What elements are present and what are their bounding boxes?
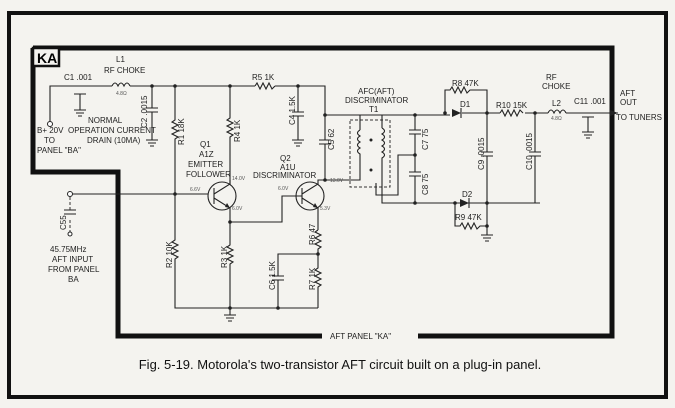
svg-text:C6 1.5K: C6 1.5K [268, 260, 277, 290]
panel-tag-box [31, 46, 61, 68]
svg-text:FOLLOWER: FOLLOWER [186, 170, 231, 179]
svg-text:CHOKE: CHOKE [542, 82, 570, 91]
svg-text:C10 .0015: C10 .0015 [525, 133, 534, 170]
c11-capacitor [582, 116, 594, 139]
svg-text:A1U: A1U [280, 163, 296, 172]
svg-text:R3 1K: R3 1K [220, 245, 229, 268]
svg-text:PANEL "BA": PANEL "BA" [37, 146, 81, 155]
svg-text:AFT: AFT [620, 89, 635, 98]
svg-text:D1: D1 [460, 100, 471, 109]
t1-transformer [349, 115, 540, 204]
svg-text:R4 1K: R4 1K [233, 119, 242, 142]
c9-capacitor [481, 113, 493, 242]
c2-capacitor [146, 86, 158, 147]
svg-text:NORMAL: NORMAL [88, 116, 123, 125]
svg-text:C8 75: C8 75 [421, 173, 430, 195]
svg-text:5.3V: 5.3V [320, 206, 331, 212]
output-rail [390, 112, 618, 116]
svg-text:A1Z: A1Z [199, 150, 214, 159]
svg-text:RF: RF [546, 73, 557, 82]
panel-tag: KA [37, 50, 57, 66]
r6-r7-resistors [313, 229, 323, 308]
r5-resistor [254, 81, 276, 91]
svg-text:DISCRIMINATOR: DISCRIMINATOR [345, 96, 408, 105]
d1-diode [452, 109, 461, 117]
svg-text:OPERATION CURRENT: OPERATION CURRENT [68, 126, 156, 135]
c5-capacitor [319, 115, 331, 180]
r8-resistor [444, 85, 488, 113]
svg-text:13.0V: 13.0V [330, 178, 344, 184]
c10-capacitor [529, 113, 541, 203]
svg-text:BA: BA [68, 275, 79, 284]
panel-label: AFT PANEL "KA" [330, 332, 391, 341]
svg-text:Q2: Q2 [280, 154, 291, 163]
l1-choke [111, 82, 131, 88]
svg-text:45.75MHz: 45.75MHz [50, 245, 86, 254]
svg-text:TO: TO [44, 136, 55, 145]
svg-text:R1 18K: R1 18K [177, 118, 186, 145]
svg-text:AFC(AFT): AFC(AFT) [358, 87, 395, 96]
svg-text:6.0V: 6.0V [278, 186, 289, 192]
c55-capacitor [64, 209, 76, 215]
output-arrow-icon [610, 110, 618, 116]
svg-text:B+ 20V: B+ 20V [37, 126, 64, 135]
component-labels: C1 .001 L1 RF CHOKE 4.8Ω C2 .0015 NORMAL… [37, 55, 662, 290]
svg-text:R7 1K: R7 1K [308, 267, 317, 290]
top-rail [47, 81, 415, 147]
svg-text:T1: T1 [369, 105, 379, 114]
r3-resistor [224, 222, 236, 322]
r1-resistor [170, 86, 180, 194]
c4-capacitor [292, 86, 304, 147]
svg-text:L1: L1 [116, 55, 125, 64]
r9-resistor [454, 203, 487, 231]
svg-text:6.6V: 6.6V [190, 187, 201, 193]
l2-choke [547, 109, 567, 115]
svg-text:4.8Ω: 4.8Ω [116, 91, 127, 97]
svg-text:R8 47K: R8 47K [452, 79, 479, 88]
svg-text:FROM PANEL: FROM PANEL [48, 265, 100, 274]
svg-text:R10 15K: R10 15K [496, 101, 528, 110]
svg-text:DRAIN (10MA): DRAIN (10MA) [87, 136, 141, 145]
svg-text:R6 47: R6 47 [308, 223, 317, 245]
input-terminal[interactable] [67, 191, 73, 197]
q1-q2-coupling [230, 195, 302, 223]
svg-text:EMITTER: EMITTER [188, 160, 223, 169]
svg-text:C2 .0015: C2 .0015 [140, 95, 149, 128]
svg-text:TO TUNERS: TO TUNERS [616, 113, 662, 122]
svg-text:C1 .001: C1 .001 [64, 73, 93, 82]
svg-text:C7 75: C7 75 [421, 128, 430, 150]
bplus-terminal[interactable] [47, 121, 53, 127]
svg-text:4.8Ω: 4.8Ω [551, 116, 562, 122]
q1-transistor [207, 180, 237, 222]
svg-text:L2: L2 [552, 99, 561, 108]
r10-resistor [499, 108, 524, 118]
svg-text:C4 1.5K: C4 1.5K [288, 95, 297, 125]
svg-text:R2 10K: R2 10K [165, 241, 174, 268]
q2-transistor [295, 179, 325, 230]
c7-c8-capacitors [409, 115, 421, 203]
r4-resistor [225, 86, 235, 185]
svg-text:C11 .001: C11 .001 [574, 97, 606, 106]
svg-text:6.0V: 6.0V [232, 206, 243, 212]
svg-text:C55: C55 [59, 215, 68, 230]
c6-capacitor [272, 253, 318, 308]
panel-boundary [30, 45, 615, 339]
svg-text:R9 47K: R9 47K [455, 213, 482, 222]
svg-text:Q1: Q1 [200, 140, 211, 149]
r2-resistor [170, 194, 318, 309]
d2-diode [460, 199, 469, 207]
svg-text:OUT: OUT [620, 98, 637, 107]
svg-text:DISCRIMINATOR: DISCRIMINATOR [253, 171, 316, 180]
svg-text:AFT INPUT: AFT INPUT [52, 255, 93, 264]
svg-text:C5 62: C5 62 [327, 128, 336, 150]
svg-text:14.0V: 14.0V [232, 176, 246, 182]
svg-text:R5 1K: R5 1K [252, 73, 275, 82]
c1-capacitor [74, 93, 86, 117]
svg-text:C9 .0015: C9 .0015 [477, 137, 486, 170]
figure-frame [7, 11, 668, 399]
figure-caption: Fig. 5-19. Motorola's two-transistor AFT… [139, 357, 542, 372]
svg-text:D2: D2 [462, 190, 473, 199]
svg-text:RF CHOKE: RF CHOKE [104, 66, 145, 75]
